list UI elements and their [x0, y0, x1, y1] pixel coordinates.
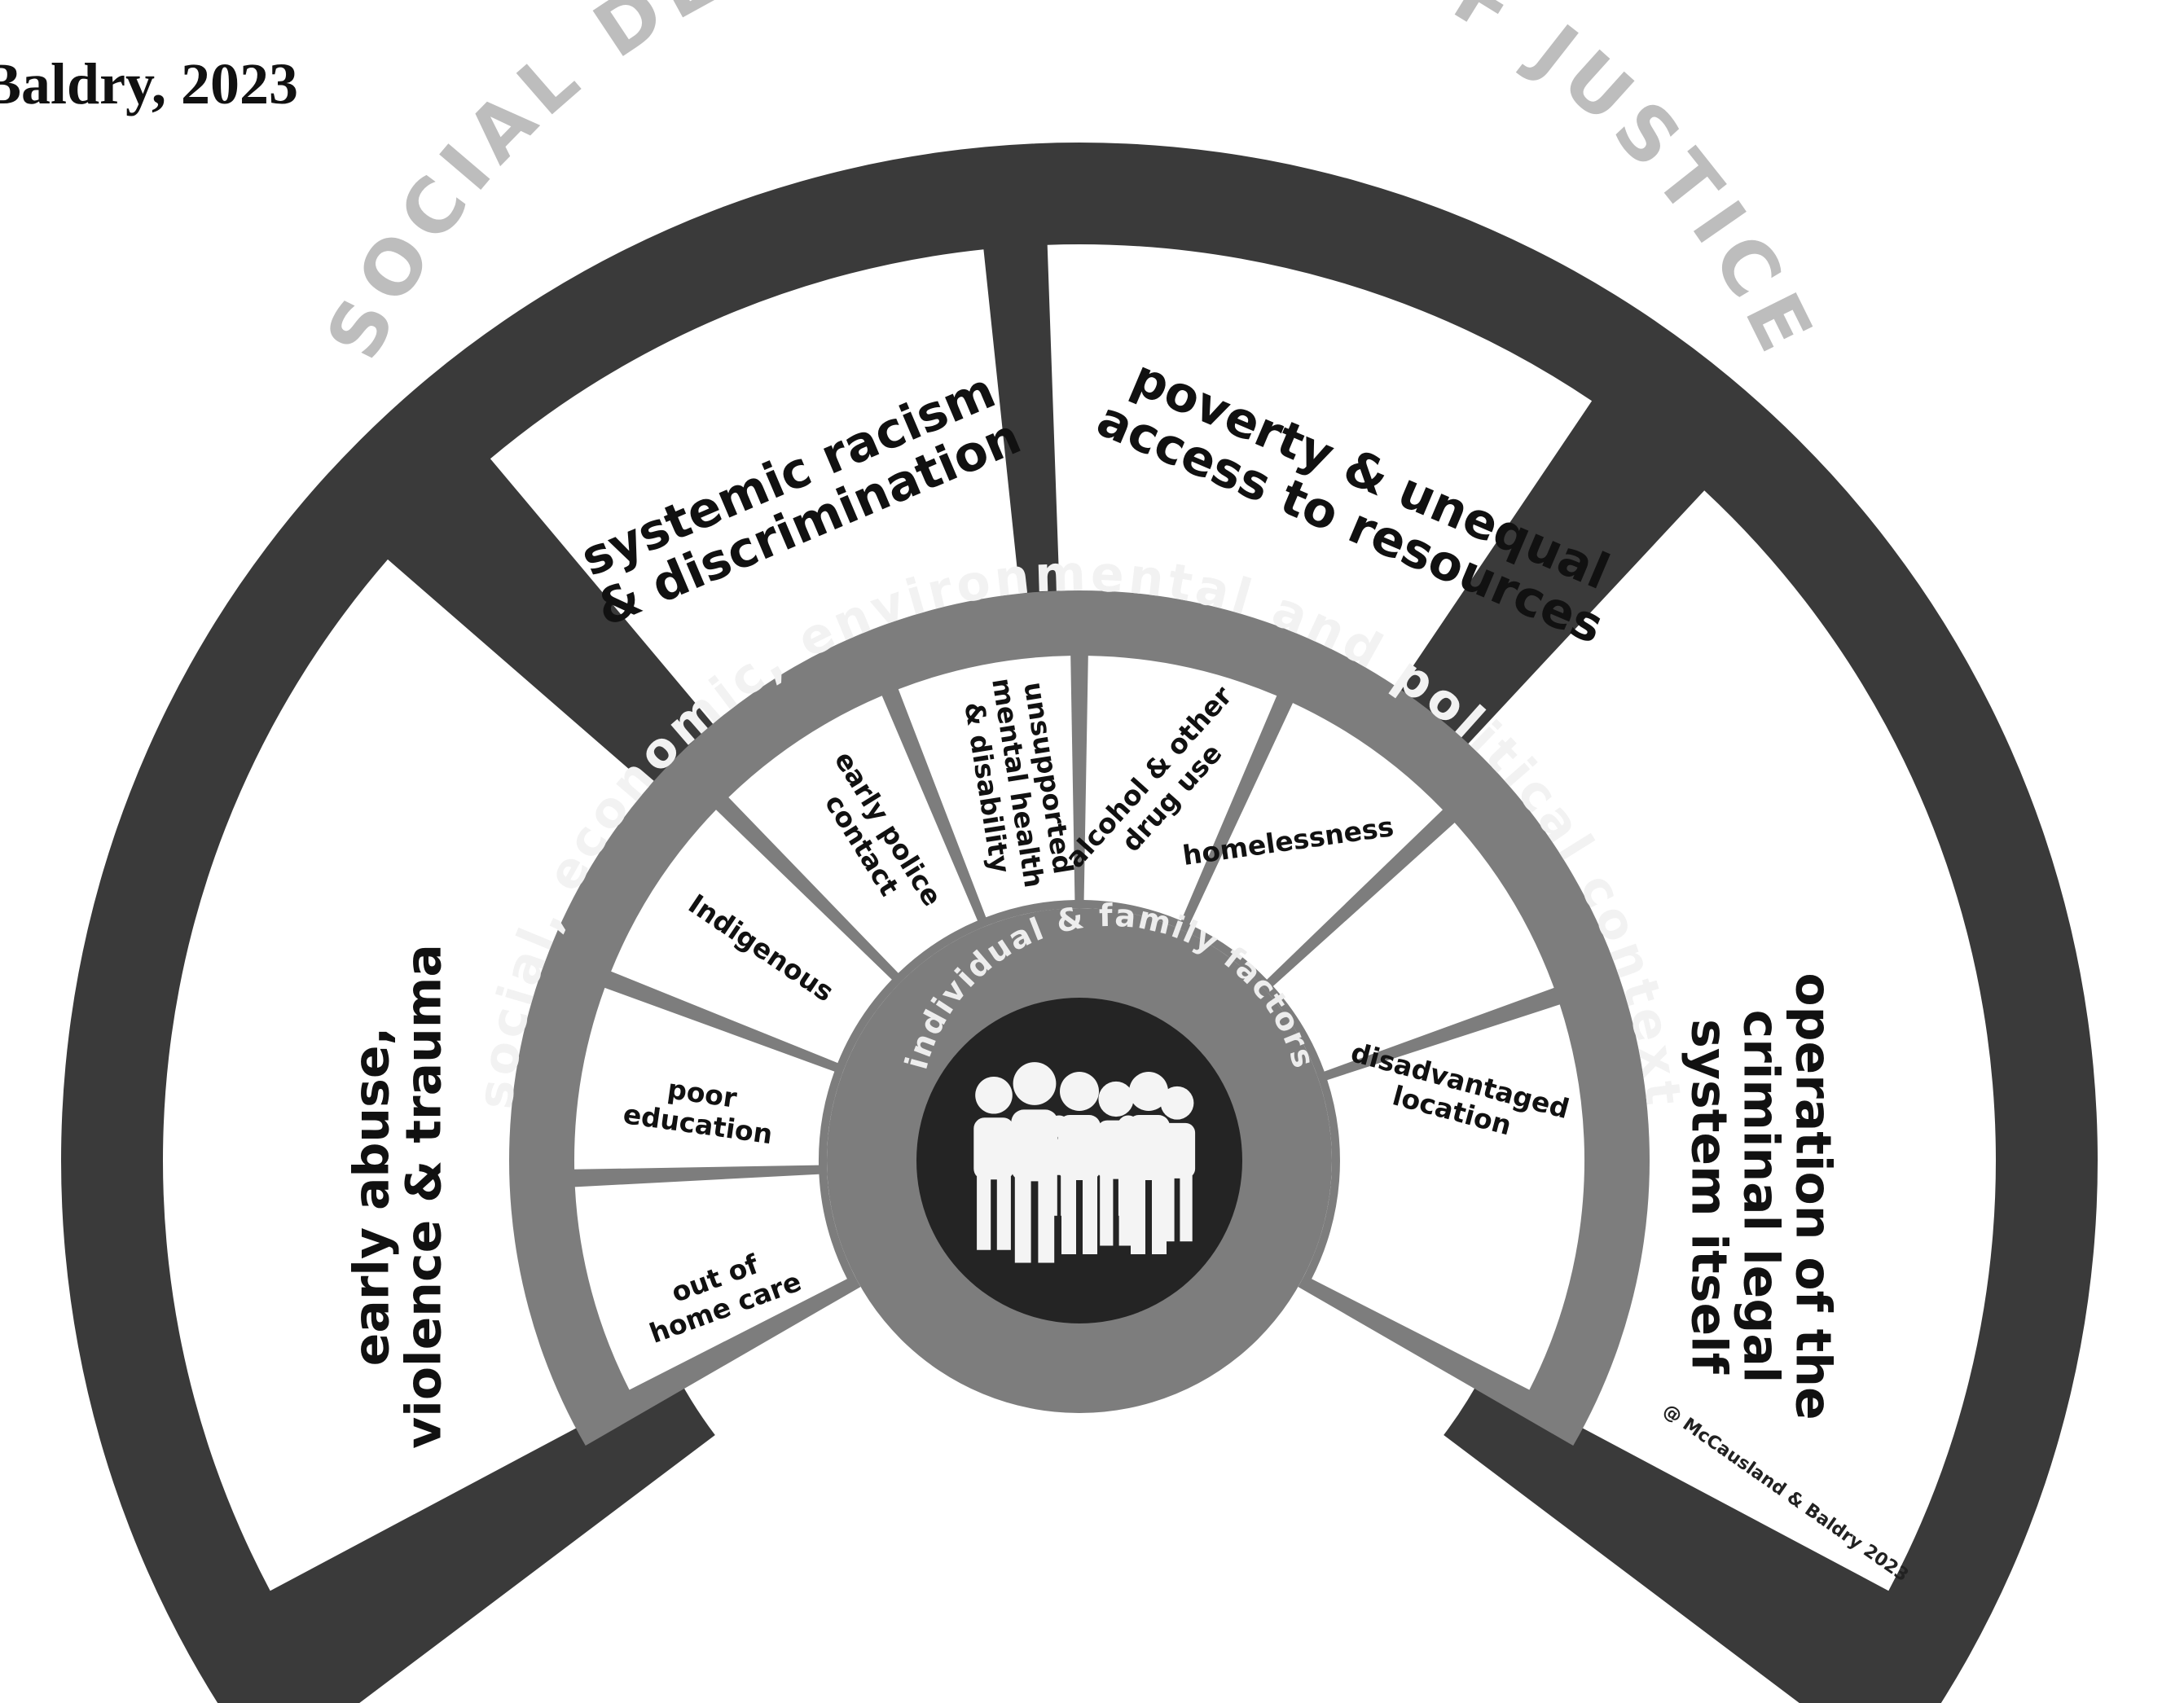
- person-figure: [973, 1076, 1014, 1250]
- middle-panel: [1312, 1004, 1585, 1390]
- middle-panel: [1189, 703, 1443, 980]
- middle-panel: [574, 987, 835, 1170]
- middle-panel: [898, 656, 1075, 918]
- figure-caption: Baldry, 2023: [0, 51, 299, 116]
- family-group-icon: [973, 1062, 1196, 1263]
- middle-panel: [1083, 656, 1277, 921]
- outer-segment-label: early abuse,violence & trauma: [344, 944, 453, 1449]
- middle-panel: [728, 696, 978, 973]
- middle-panel: [574, 1174, 847, 1390]
- outer-segment-label: operation of thecriminal legalsystem its…: [1680, 972, 1841, 1420]
- middle-panel: [1272, 823, 1554, 1072]
- person-figure: [1116, 1115, 1140, 1216]
- middle-panel: [611, 810, 892, 1064]
- person-figure: [1047, 1115, 1071, 1216]
- person-figure: [1158, 1086, 1196, 1242]
